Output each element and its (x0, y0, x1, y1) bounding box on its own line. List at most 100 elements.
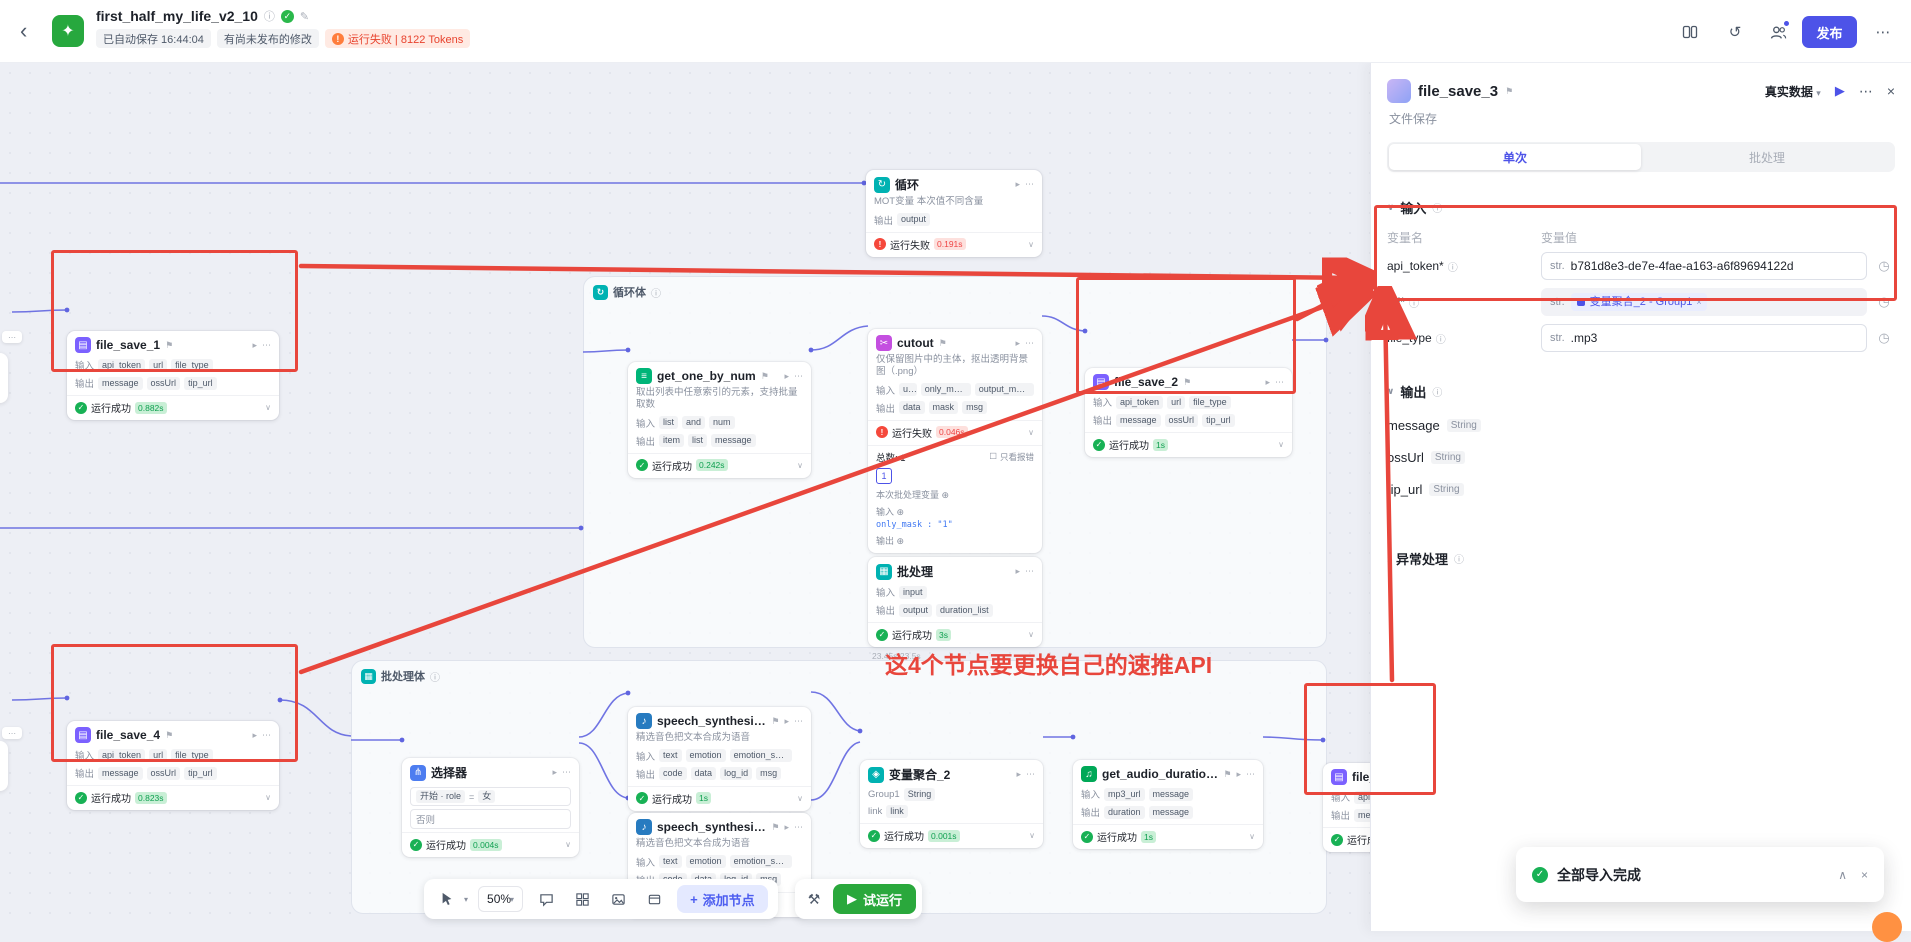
offscreen-node-menu[interactable]: ⋯ (2, 727, 22, 739)
back-button[interactable]: ‹ (20, 18, 28, 43)
tab-single[interactable]: 单次 (1389, 144, 1641, 170)
timer-icon[interactable]: ◷ (1878, 258, 1890, 273)
run-node-icon[interactable]: ▸ (252, 729, 257, 740)
remove-ref-icon[interactable]: × (1696, 297, 1702, 307)
run-node-icon[interactable]: ▸ (1265, 376, 1270, 387)
run-node-button[interactable]: ▶ (1834, 83, 1845, 98)
chevron-down-icon[interactable]: ∨ (265, 403, 271, 412)
chevron-down-icon[interactable]: ∨ (1028, 239, 1034, 249)
node-menu-icon[interactable]: ⋯ (794, 370, 803, 381)
exception-section-header[interactable]: › 异常处理 ⓘ (1387, 549, 1895, 568)
publish-button[interactable]: 发布 (1802, 16, 1857, 48)
file-type-input[interactable]: str. .mp3 (1541, 324, 1867, 352)
page-button[interactable]: 1 (876, 467, 892, 484)
panels-icon[interactable] (1675, 17, 1705, 47)
type-prefix[interactable]: str. (1550, 332, 1565, 344)
run-node-icon[interactable]: ▸ (1015, 179, 1020, 189)
node-menu-icon[interactable]: ⋯ (1026, 769, 1035, 779)
run-node-icon[interactable]: ▸ (784, 370, 789, 381)
run-node-icon[interactable]: ▸ (784, 715, 789, 726)
node-menu-icon[interactable]: ⋯ (1275, 376, 1284, 387)
api-token-input[interactable]: str. b781d8e3-de7e-4fae-a163-a6f89694122… (1541, 252, 1867, 280)
type-prefix[interactable]: str. (1550, 296, 1565, 308)
chevron-down-icon[interactable]: ∨ (797, 793, 803, 803)
edit-icon[interactable]: ✎ (299, 10, 310, 23)
timer-icon[interactable]: ◷ (1878, 330, 1890, 345)
output-section-header[interactable]: ∨ 输出 ⓘ (1387, 382, 1895, 401)
chevron-down-icon[interactable]: ∨ (1029, 831, 1035, 840)
history-icon[interactable]: ↺ (1728, 24, 1742, 41)
node-menu-icon[interactable]: ⋯ (262, 729, 271, 740)
node-menu-icon[interactable]: ⋯ (562, 767, 571, 777)
node-menu-icon[interactable]: ⋯ (262, 339, 271, 350)
run-node-icon[interactable]: ▸ (1015, 337, 1020, 348)
chevron-down-icon[interactable]: ∨ (265, 793, 271, 802)
only-errors-toggle[interactable]: ☐只看报错 (989, 451, 1034, 463)
tab-batch[interactable]: 批处理 (1748, 150, 1785, 165)
run-node-icon[interactable]: ▸ (252, 339, 257, 350)
node-menu-icon[interactable]: ⋯ (1025, 337, 1034, 348)
node-menu-icon[interactable]: ⋯ (794, 821, 803, 832)
run-node-icon[interactable]: ▸ (1015, 566, 1020, 576)
type-prefix[interactable]: str. (1550, 260, 1565, 272)
cursor-mode-icon[interactable] (434, 886, 460, 912)
bookmark-icon[interactable]: ⚑ (1505, 85, 1514, 96)
panel-menu-icon[interactable]: ⋯ (1858, 82, 1873, 99)
offscreen-node-menu[interactable]: ⋯ (2, 331, 22, 343)
user-avatar[interactable] (1872, 912, 1902, 942)
node-menu-icon[interactable]: ⋯ (1025, 566, 1034, 576)
run-node-icon[interactable]: ▸ (1016, 769, 1021, 779)
run-node-icon[interactable]: ▸ (1236, 768, 1241, 779)
tools-icon[interactable]: ⚒ (807, 890, 821, 907)
run-node-icon[interactable]: ▸ (552, 767, 557, 777)
input-section-header[interactable]: ∨ 输入 ⓘ (1387, 198, 1895, 217)
node-menu-icon[interactable]: ⋯ (1246, 768, 1255, 779)
chevron-down-icon[interactable]: ∨ (797, 460, 803, 470)
frame-icon[interactable] (641, 886, 667, 912)
image-export-icon[interactable] (605, 886, 631, 912)
collapse-toast-icon[interactable]: ∧ (1838, 867, 1847, 882)
zoom-select[interactable]: 50% ▾ (478, 886, 524, 912)
node-menu-icon[interactable]: ⋯ (794, 715, 803, 726)
url-input[interactable]: str. 变量聚合_2 - Group1 × (1541, 288, 1867, 316)
run-node-icon[interactable]: ▸ (784, 821, 789, 832)
test-run-button[interactable]: ▶ 试运行 (833, 884, 917, 914)
comment-icon[interactable] (533, 886, 559, 912)
add-node-button[interactable]: + 添加节点 (677, 885, 768, 913)
info-icon[interactable]: ⓘ (263, 11, 275, 23)
offscreen-node[interactable] (0, 741, 8, 791)
close-panel-icon[interactable]: × (1886, 83, 1895, 99)
run-fail-badge[interactable]: ! 运行失败 | 8122 Tokens (324, 29, 471, 48)
chevron-down-icon[interactable]: ∨ (1028, 427, 1034, 437)
chevron-down-icon[interactable]: ▾ (464, 894, 469, 904)
close-toast-icon[interactable]: × (1860, 867, 1868, 882)
offscreen-node[interactable] (0, 353, 8, 403)
timer-icon[interactable]: ◷ (1878, 294, 1890, 309)
chevron-down-icon[interactable]: ∨ (1028, 630, 1034, 639)
chevron-down-icon[interactable]: ∨ (1278, 440, 1284, 449)
collaborators-icon[interactable] (1763, 17, 1793, 47)
node-menu-icon[interactable]: ⋯ (1025, 179, 1034, 189)
variable-ref-chip[interactable]: 变量聚合_2 - Group1 × (1570, 293, 1707, 311)
